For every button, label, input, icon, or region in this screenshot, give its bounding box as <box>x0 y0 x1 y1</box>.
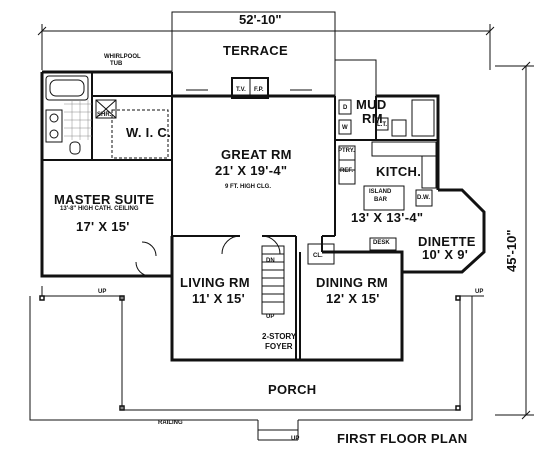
tv-label: T.V. <box>236 87 246 93</box>
depth-dimension-line <box>495 61 534 420</box>
porch-up-left-label: UP <box>98 289 107 295</box>
stair-up-label: UP <box>266 314 275 320</box>
wic-label: W. I. C. <box>126 125 172 140</box>
porch-label: PORCH <box>268 382 317 397</box>
wic-shelving <box>111 109 169 159</box>
interior-walls <box>42 72 438 360</box>
foyer-label-line1: 2-STORY <box>262 332 297 341</box>
depth-dimension-label: 45'-10" <box>504 229 519 272</box>
dining-room-size: 12' X 15' <box>326 291 380 306</box>
porch-outline <box>29 286 484 441</box>
great-room-label: GREAT RM <box>221 147 292 162</box>
dinette-size: 10' X 9' <box>422 247 469 262</box>
whirlpool-label: WHIRLPOOL <box>104 54 141 60</box>
exterior-walls <box>40 70 486 362</box>
width-dimension-line <box>37 24 495 70</box>
dining-room-label: DINING RM <box>316 275 389 290</box>
desk-label: DESK <box>373 240 390 246</box>
living-room-label: LIVING RM <box>180 275 250 290</box>
island-bar <box>363 185 405 211</box>
kitchen-size: 13' X 13'-4" <box>351 210 424 225</box>
foyer-label-line2: FOYER <box>265 342 293 351</box>
whirlpool-tub <box>45 75 89 101</box>
porch-up-right-label: UP <box>475 289 484 295</box>
island-label: ISLAND <box>369 189 392 195</box>
master-size: 17' X 15' <box>76 219 130 234</box>
washer-label: W <box>342 125 348 131</box>
master-ceiling-note: 13'-8" HIGH CATH. CEILING <box>60 206 139 212</box>
dishwasher-label: D.W. <box>417 195 430 201</box>
width-dimension-label: 52'-10" <box>239 12 282 27</box>
mud-room-label-line1: MUD <box>356 97 387 112</box>
shower-stall <box>95 99 117 119</box>
dryer-label: D <box>343 105 348 111</box>
staircase <box>261 245 285 315</box>
kitchen-counter-top <box>371 141 437 157</box>
pantry-label: PTRY. <box>338 148 355 154</box>
terrace-label: TERRACE <box>223 43 288 58</box>
mud-room-label-line2: RM <box>362 111 383 126</box>
railing-label: RAILING <box>158 420 183 426</box>
laundry-tub-label: L.T. <box>377 122 387 128</box>
whirlpool-tub-label: TUB <box>110 61 123 67</box>
master-suite-label: MASTER SUITE <box>54 192 155 207</box>
porch-up-front-label: UP <box>291 436 300 442</box>
stair-down-label: DN <box>266 258 275 264</box>
great-room-ceiling-note: 9 FT. HIGH CLG. <box>225 184 272 190</box>
plan-title: FIRST FLOOR PLAN <box>337 431 468 446</box>
dinette-label: DINETTE <box>418 234 476 249</box>
great-room-size: 21' X 19'-4" <box>215 163 288 178</box>
kitchen-label: KITCH. <box>376 164 422 179</box>
refrigerator-label: REF. <box>340 168 354 174</box>
living-room-size: 11' X 15' <box>192 291 245 306</box>
fireplace-label: F.P. <box>254 87 264 93</box>
bath-tile-grid <box>64 100 92 140</box>
shower-label: SHR. <box>97 112 112 118</box>
island-bar-label: BAR <box>374 197 387 203</box>
porch-columns <box>39 295 461 411</box>
closet-label: CL. <box>313 253 323 259</box>
